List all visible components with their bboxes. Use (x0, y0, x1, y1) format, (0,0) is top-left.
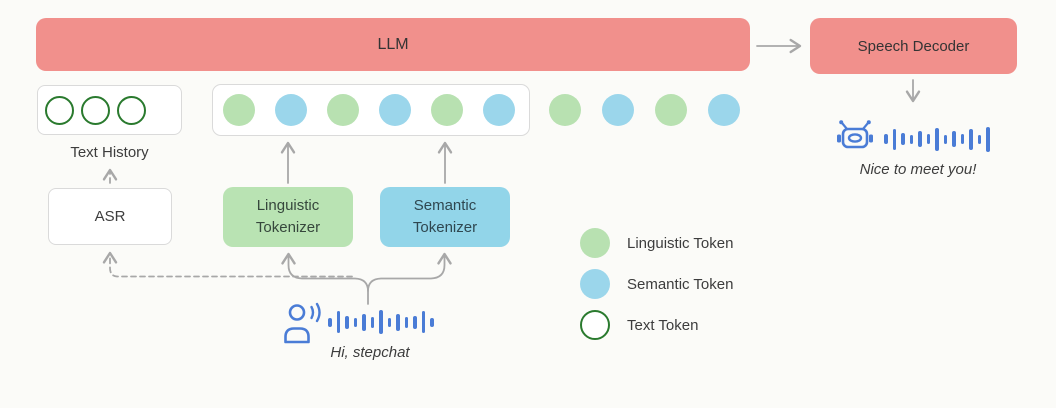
waveform-bar (943, 134, 947, 144)
asr-label: ASR (94, 208, 126, 225)
waveform-bar (353, 317, 357, 327)
waveform-bar (387, 317, 391, 327)
waveform-bar (926, 134, 930, 144)
llm-box: LLM (36, 18, 750, 71)
waveform-bar (952, 131, 956, 147)
linguistic-token-circle (549, 94, 581, 126)
waveform-bar (901, 133, 905, 145)
linguistic-token-circle (431, 94, 463, 126)
linguistic-token-circle (327, 94, 359, 126)
waveform-bar (370, 316, 374, 328)
linguistic-token-circle (580, 228, 610, 258)
linguistic-token-circle (223, 94, 255, 126)
waveform-bar (918, 131, 922, 147)
semantic-tokenizer-box: Semantic Tokenizer (380, 187, 510, 247)
linguistic-tokenizer-label: Linguistic Tokenizer (255, 197, 321, 236)
waveform-bar (345, 315, 349, 329)
token-row-box (212, 84, 530, 136)
waveform-bar (336, 311, 340, 333)
llm-label: LLM (377, 35, 409, 53)
user-speaking-icon (284, 302, 321, 344)
legend-label: Linguistic Token (627, 234, 734, 252)
linguistic-token-circle (655, 94, 687, 126)
arrow-speech-to-semantic (367, 252, 452, 292)
text-token-circle (45, 95, 74, 125)
waveform-bar (986, 126, 990, 152)
legend-item: Text Token (580, 310, 733, 340)
waveform-bar (362, 313, 366, 331)
speech-decoder-box: Speech Decoder (810, 18, 1017, 74)
waveform-bar (430, 317, 434, 327)
waveform-bar (977, 134, 981, 144)
asr-box: ASR (48, 188, 172, 245)
waveform-bar (404, 316, 408, 328)
assistant-speech-waveform (884, 117, 990, 161)
boxed-token-circles (212, 84, 530, 136)
waveform-bar (935, 127, 939, 151)
floating-token-circles (549, 94, 740, 126)
text-history-label: Text History (70, 144, 149, 161)
assistant-speech-caption: Nice to meet you! (859, 161, 977, 178)
waveform-bar (413, 315, 417, 329)
text-token-circle (81, 95, 110, 125)
text-token-circle (580, 310, 610, 340)
user-speech-waveform (328, 300, 434, 344)
legend-item: Linguistic Token (580, 228, 733, 258)
waveform-bar (421, 311, 425, 333)
linguistic-tokenizer-box: Linguistic Tokenizer (223, 187, 353, 247)
waveform-bar (969, 128, 973, 150)
semantic-tokenizer-label: Semantic Tokenizer (412, 197, 478, 236)
legend-item: Semantic Token (580, 269, 733, 299)
arrow-speech-to-linguistic (281, 252, 369, 305)
waveform-bar (328, 317, 332, 327)
waveform-bar (379, 310, 383, 334)
legend-label: Text Token (627, 316, 699, 334)
user-speech-caption: Hi, stepchat (330, 344, 410, 361)
arrow-speech-to-asr (102, 251, 353, 278)
semantic-token-circle (602, 94, 634, 126)
semantic-token-circle (483, 94, 515, 126)
robot-icon (837, 120, 873, 149)
legend-label: Semantic Token (627, 275, 734, 293)
waveform-bar (960, 134, 964, 144)
waveform-bar (909, 134, 913, 144)
semantic-token-circle (275, 94, 307, 126)
text-history-tokens (37, 85, 182, 135)
waveform-bar (396, 313, 400, 331)
semantic-token-circle (580, 269, 610, 299)
semantic-token-circle (379, 94, 411, 126)
waveform-bar (892, 128, 896, 150)
semantic-token-circle (708, 94, 740, 126)
speech-decoder-label: Speech Decoder (857, 37, 970, 55)
text-token-circle (117, 95, 146, 125)
waveform-bar (884, 134, 888, 144)
